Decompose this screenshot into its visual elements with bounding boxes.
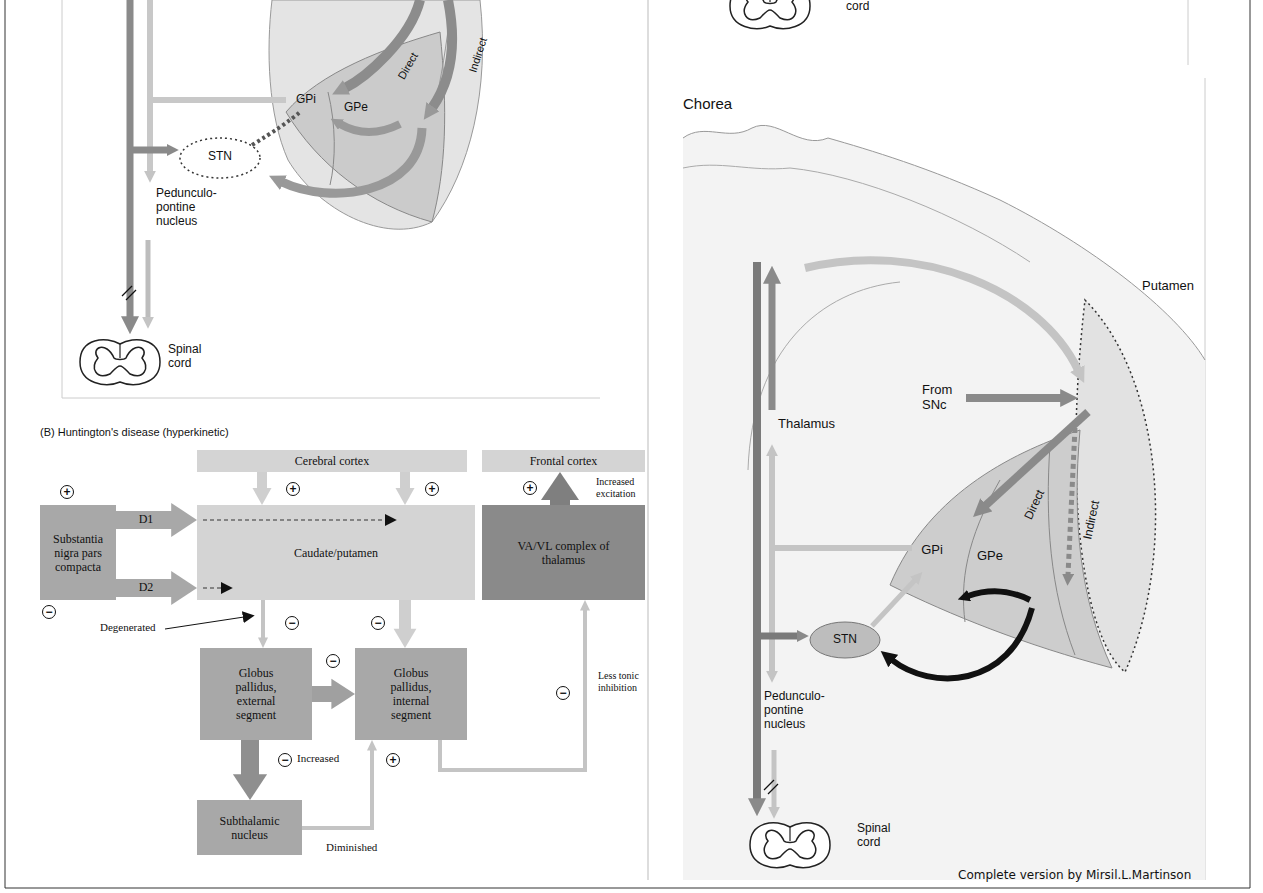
sign-symbol: − bbox=[371, 616, 385, 630]
arrow-head bbox=[394, 629, 417, 648]
arrow-shaft bbox=[116, 511, 172, 529]
region-label: GPi bbox=[296, 93, 316, 107]
credit-note: Complete version by Mirsil.L.Martinson bbox=[958, 869, 1191, 883]
arrow-head bbox=[171, 503, 197, 537]
receptor-label: D2 bbox=[139, 581, 154, 595]
arrow-shaft bbox=[116, 579, 172, 597]
node-text-wrap: Globus pallidus, internal segment bbox=[376, 666, 446, 722]
cortex-box: Cerebral cortex bbox=[197, 450, 467, 472]
arrow-head bbox=[367, 740, 377, 750]
node-text: VA/VL complex of thalamus bbox=[504, 539, 624, 567]
node-text: Caudate/putamen bbox=[294, 546, 378, 560]
region-label: GPe bbox=[344, 101, 368, 115]
node-text-wrap: Subthalamic nucleus bbox=[210, 814, 290, 842]
sign-symbol: − bbox=[278, 753, 292, 767]
arrow-shaft bbox=[400, 472, 410, 489]
note-label: Degenerated bbox=[100, 621, 156, 634]
arrow-head bbox=[331, 679, 355, 709]
panel-title: Chorea bbox=[683, 95, 732, 112]
note-label: Increased bbox=[297, 752, 339, 765]
striatum-box: Caudate/putamen bbox=[197, 505, 475, 600]
nucleus-box: Subthalamic nucleus bbox=[197, 800, 302, 855]
note-label: Increased excitation bbox=[596, 476, 648, 499]
node-text: Substantia nigra pars compacta bbox=[46, 532, 110, 574]
thalamus-box: VA/VL complex of thalamus bbox=[482, 505, 645, 600]
sign-symbol: − bbox=[326, 654, 340, 668]
arrow-head bbox=[396, 488, 415, 505]
note-label: Diminished bbox=[326, 841, 377, 854]
arrow-shaft bbox=[241, 740, 259, 775]
flow-arrow bbox=[233, 740, 267, 800]
arrow-shaft bbox=[261, 600, 265, 639]
panel-title: (B) Huntington's disease (hyperkinetic) bbox=[40, 426, 229, 439]
node-text-wrap: Substantia nigra pars compacta bbox=[46, 532, 110, 574]
region-label: STN bbox=[208, 150, 232, 164]
flow-arrow bbox=[396, 472, 415, 505]
node-text-wrap: Cerebral cortex bbox=[295, 454, 369, 468]
sign-symbol: + bbox=[386, 753, 400, 767]
sign-symbol: − bbox=[42, 605, 56, 619]
sign-symbol: + bbox=[523, 481, 537, 495]
flow-arrow bbox=[394, 600, 417, 648]
sign-symbol: + bbox=[60, 485, 74, 499]
sign-symbol: − bbox=[556, 686, 570, 700]
node-text: Cerebral cortex bbox=[295, 454, 369, 468]
arrow-shaft bbox=[257, 472, 267, 489]
node-text-wrap: Globus pallidus, external segment bbox=[221, 666, 291, 722]
region-label: STN bbox=[833, 633, 857, 647]
node-text: Frontal cortex bbox=[530, 454, 598, 468]
sign-symbol: + bbox=[286, 482, 300, 496]
flow-arrow bbox=[116, 503, 197, 537]
arrow-head bbox=[171, 571, 197, 605]
arrow-head bbox=[541, 472, 579, 500]
pathway-label: Indirect bbox=[466, 36, 489, 74]
node-text: Subthalamic nucleus bbox=[210, 814, 290, 842]
region-label: Pedunculo- pontine nucleus bbox=[764, 690, 836, 731]
region-label: Spinal cord bbox=[168, 343, 208, 371]
arrow-head bbox=[258, 638, 268, 648]
flow-arrow bbox=[541, 472, 579, 505]
arrow-shaft bbox=[312, 686, 332, 702]
arrow-head bbox=[253, 488, 272, 505]
pathway-label: Direct bbox=[1022, 488, 1048, 522]
node-text-wrap: Caudate/putamen bbox=[294, 546, 378, 560]
flow-arrow bbox=[312, 679, 355, 709]
pathway-label: Indirect bbox=[1081, 499, 1103, 540]
region-label: From SNc bbox=[922, 383, 958, 413]
region-label: cord bbox=[846, 0, 869, 14]
node-text: Globus pallidus, internal segment bbox=[376, 666, 446, 722]
arrow-head bbox=[580, 600, 590, 610]
flow-arrow bbox=[258, 600, 268, 648]
region-label: Thalamus bbox=[778, 417, 835, 432]
node-text: Globus pallidus, external segment bbox=[221, 666, 291, 722]
arrow-shaft bbox=[399, 600, 411, 630]
note-label: Less tonic inhibition bbox=[598, 670, 648, 693]
pathway-label: Direct bbox=[395, 50, 420, 81]
region-label: GPi bbox=[921, 543, 943, 558]
region-label: Pedunculo- pontine nucleus bbox=[156, 187, 228, 228]
sign-symbol: − bbox=[285, 616, 299, 630]
nucleus-box: Globus pallidus, external segment bbox=[200, 648, 312, 740]
cortex-box: Frontal cortex bbox=[482, 450, 645, 472]
region-label: GPe bbox=[977, 549, 1003, 564]
node-text-wrap: VA/VL complex of thalamus bbox=[504, 539, 624, 567]
sign-symbol: + bbox=[425, 482, 439, 496]
nucleus-box: Globus pallidus, internal segment bbox=[355, 648, 467, 740]
region-label: Spinal cord bbox=[857, 822, 897, 850]
nucleus-box: Substantia nigra pars compacta bbox=[40, 505, 116, 600]
receptor-label: D1 bbox=[139, 513, 154, 527]
arrow-head bbox=[233, 774, 267, 800]
region-label: Putamen bbox=[1142, 279, 1194, 294]
node-text-wrap: Frontal cortex bbox=[530, 454, 598, 468]
flow-arrow bbox=[253, 472, 272, 505]
flow-arrow bbox=[116, 571, 197, 605]
